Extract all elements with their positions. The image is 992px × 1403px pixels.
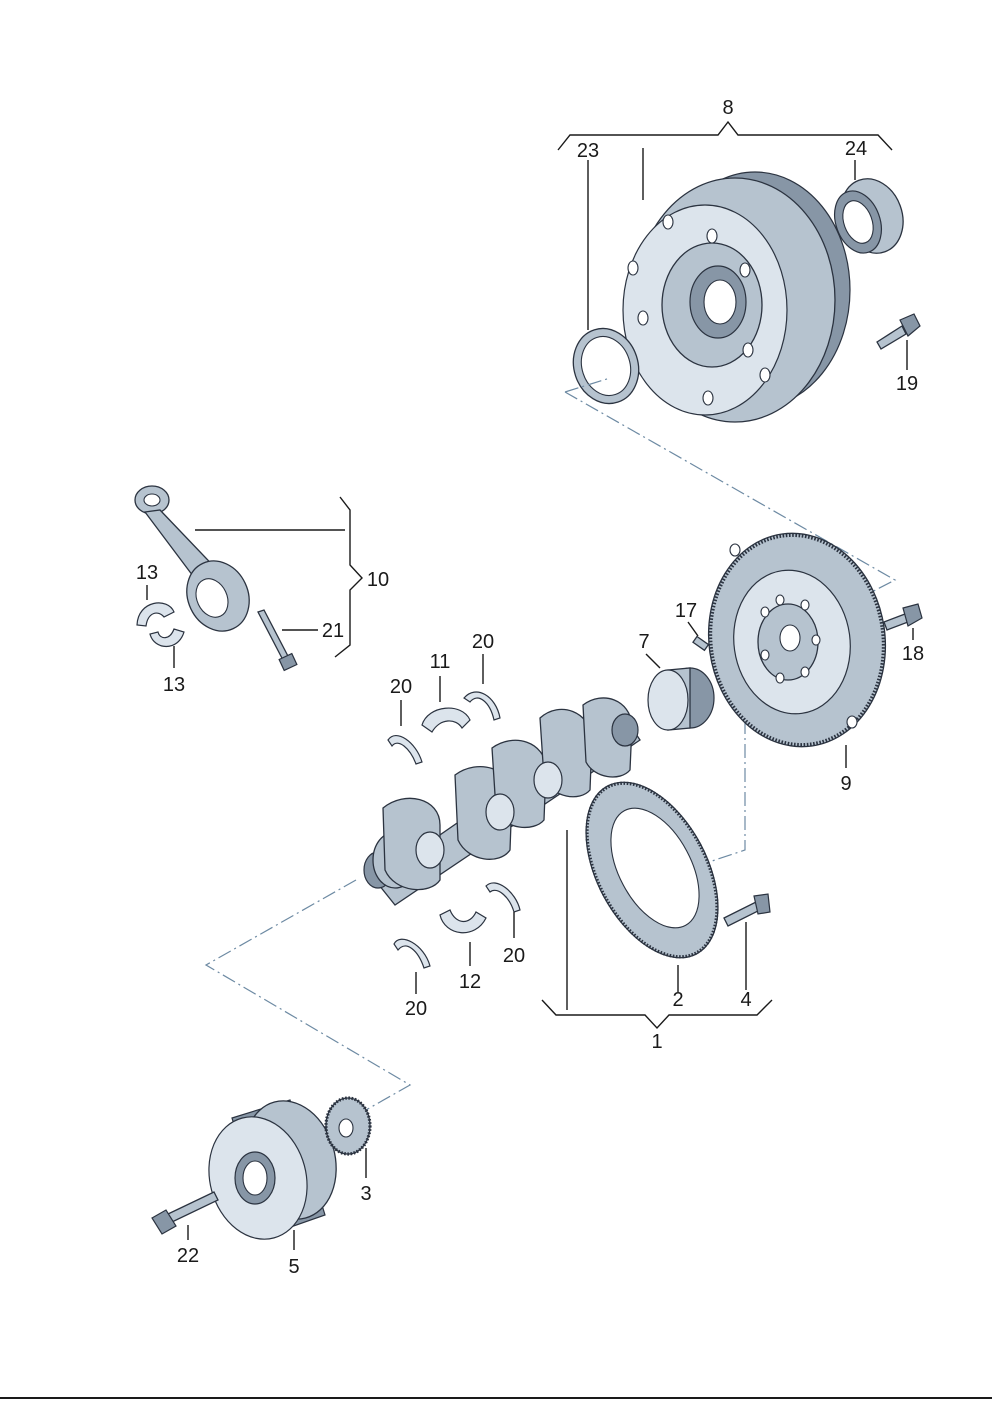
callout-3: 3	[360, 1183, 371, 1205]
dual-mass-flywheel-group: 8 23 24 19	[557, 97, 921, 423]
callout-10: 10	[367, 569, 389, 591]
connecting-rod-group: 10 21 13 13	[134, 485, 389, 696]
crankshaft-assembly-group: 1	[541, 830, 773, 1053]
conrod-bolt	[257, 609, 298, 672]
callout-20-bottom-right: 20	[503, 945, 525, 967]
callout-1: 1	[651, 1031, 662, 1053]
assembly-centerline	[699, 720, 746, 866]
callout-22: 22	[177, 1245, 199, 1267]
callout-20-top-left: 20	[390, 676, 412, 698]
callout-21: 21	[322, 620, 344, 642]
callout-11: 11	[430, 651, 451, 673]
callout-20-top-right: 20	[472, 631, 494, 653]
dual-mass-flywheel	[622, 171, 851, 423]
callout-19: 19	[896, 373, 918, 395]
callout-20-bottom-left: 20	[405, 998, 427, 1020]
callout-23: 23	[577, 140, 599, 162]
needle-bearing	[834, 178, 904, 254]
callout-4: 4	[740, 989, 751, 1011]
callout-17: 17	[675, 600, 697, 622]
main-bearing-shell-upper: 11	[421, 651, 471, 733]
assembly-centerline	[564, 377, 897, 599]
main-bearing-shell-lower: 12	[439, 909, 487, 993]
flywheel-drive-plate: 9	[707, 532, 887, 795]
callout-8: 8	[722, 97, 733, 119]
callout-13-upper: 13	[136, 562, 158, 584]
crankshaft-sprocket: 3	[324, 1096, 372, 1205]
crankshaft	[363, 697, 641, 906]
pulley-bolt: 22	[151, 1191, 219, 1267]
drive-plate-bolt: 18	[883, 603, 924, 665]
dowel-pin: 17	[675, 600, 710, 652]
vibration-damper-pulley: 5	[208, 1099, 337, 1278]
callout-5: 5	[288, 1256, 299, 1278]
callout-13-lower: 13	[163, 674, 185, 696]
callout-9: 9	[840, 773, 851, 795]
callout-7: 7	[638, 631, 649, 653]
thrust-washers: 20 20 20 20	[387, 631, 525, 1020]
callout-12: 12	[459, 971, 481, 993]
conrod-bearing-shells	[136, 602, 185, 648]
sender-wheel-bolt: 4	[723, 893, 771, 1011]
pilot-bush: 7	[638, 631, 715, 731]
connecting-rod	[134, 485, 250, 632]
callout-24: 24	[845, 138, 867, 160]
callout-18: 18	[902, 643, 924, 665]
flywheel-bolt	[876, 313, 921, 370]
callout-2: 2	[672, 989, 683, 1011]
sender-wheel: 2	[585, 781, 719, 1011]
